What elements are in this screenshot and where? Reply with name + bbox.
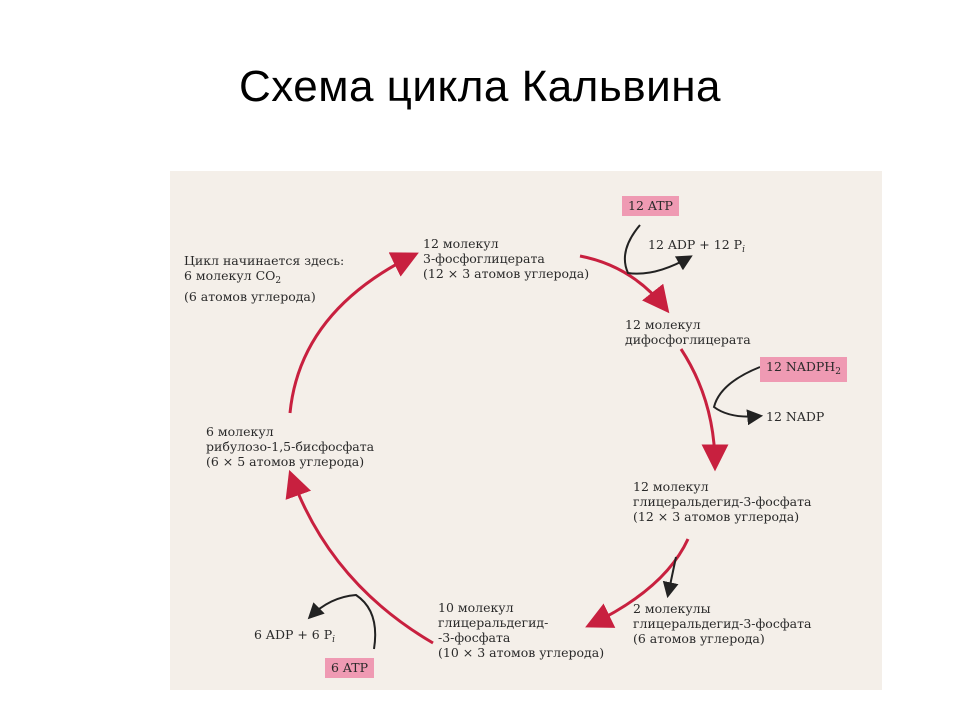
arrow-rubp-to-pga	[288, 252, 419, 414]
atp12-stamp: 12 ATP	[622, 196, 679, 216]
g3p-label: 12 молекул глицеральдегид-3-фосфата (12 …	[633, 479, 812, 524]
out-label: 2 молекулы глицеральдегид-3-фосфата (6 а…	[633, 601, 812, 646]
start-label: Цикл начинается здесь: 6 молекул CO2 (6 …	[184, 253, 345, 304]
arrow-pga-to-dpga	[579, 254, 670, 314]
pga-label: 12 молекул 3-фосфоглицерата (12 × 3 атом…	[423, 236, 590, 281]
atp6-stamp: 6 ATP	[325, 658, 375, 678]
calvin-cycle-diagram: Цикл начинается здесь: 6 молекул CO2 (6 …	[170, 171, 882, 690]
adp12-label: 12 ADP + 12 Pi	[648, 237, 745, 255]
arrow-atp12-to-adp12	[624, 224, 693, 275]
slide-title: Схема цикла Кальвина	[238, 62, 721, 111]
arrow-atp6-to-adp6	[307, 593, 377, 650]
arrow-g3p-to-recycle	[585, 538, 690, 628]
nadp-label: 12 NADP	[766, 409, 825, 424]
rubp-label: 6 молекул рибулозо-1,5-бисфосфата (6 × 5…	[206, 424, 375, 469]
dpga-label: 12 молекул дифосфоглицерата	[625, 317, 751, 347]
recycle-label: 10 молекул глицеральдегид- -3-фосфата (1…	[438, 600, 605, 660]
cycle-arrows	[285, 224, 764, 650]
nadph-stamp: 12 NADPH2	[760, 357, 847, 382]
arrow-g3p-to-out	[662, 556, 679, 599]
arrow-nadph-to-nadp	[712, 366, 764, 426]
arrow-dpga-to-g3p	[679, 348, 729, 472]
adp6-label: 6 ADP + 6 Pi	[254, 627, 336, 645]
arrow-recycle-to-rubp	[285, 469, 434, 645]
